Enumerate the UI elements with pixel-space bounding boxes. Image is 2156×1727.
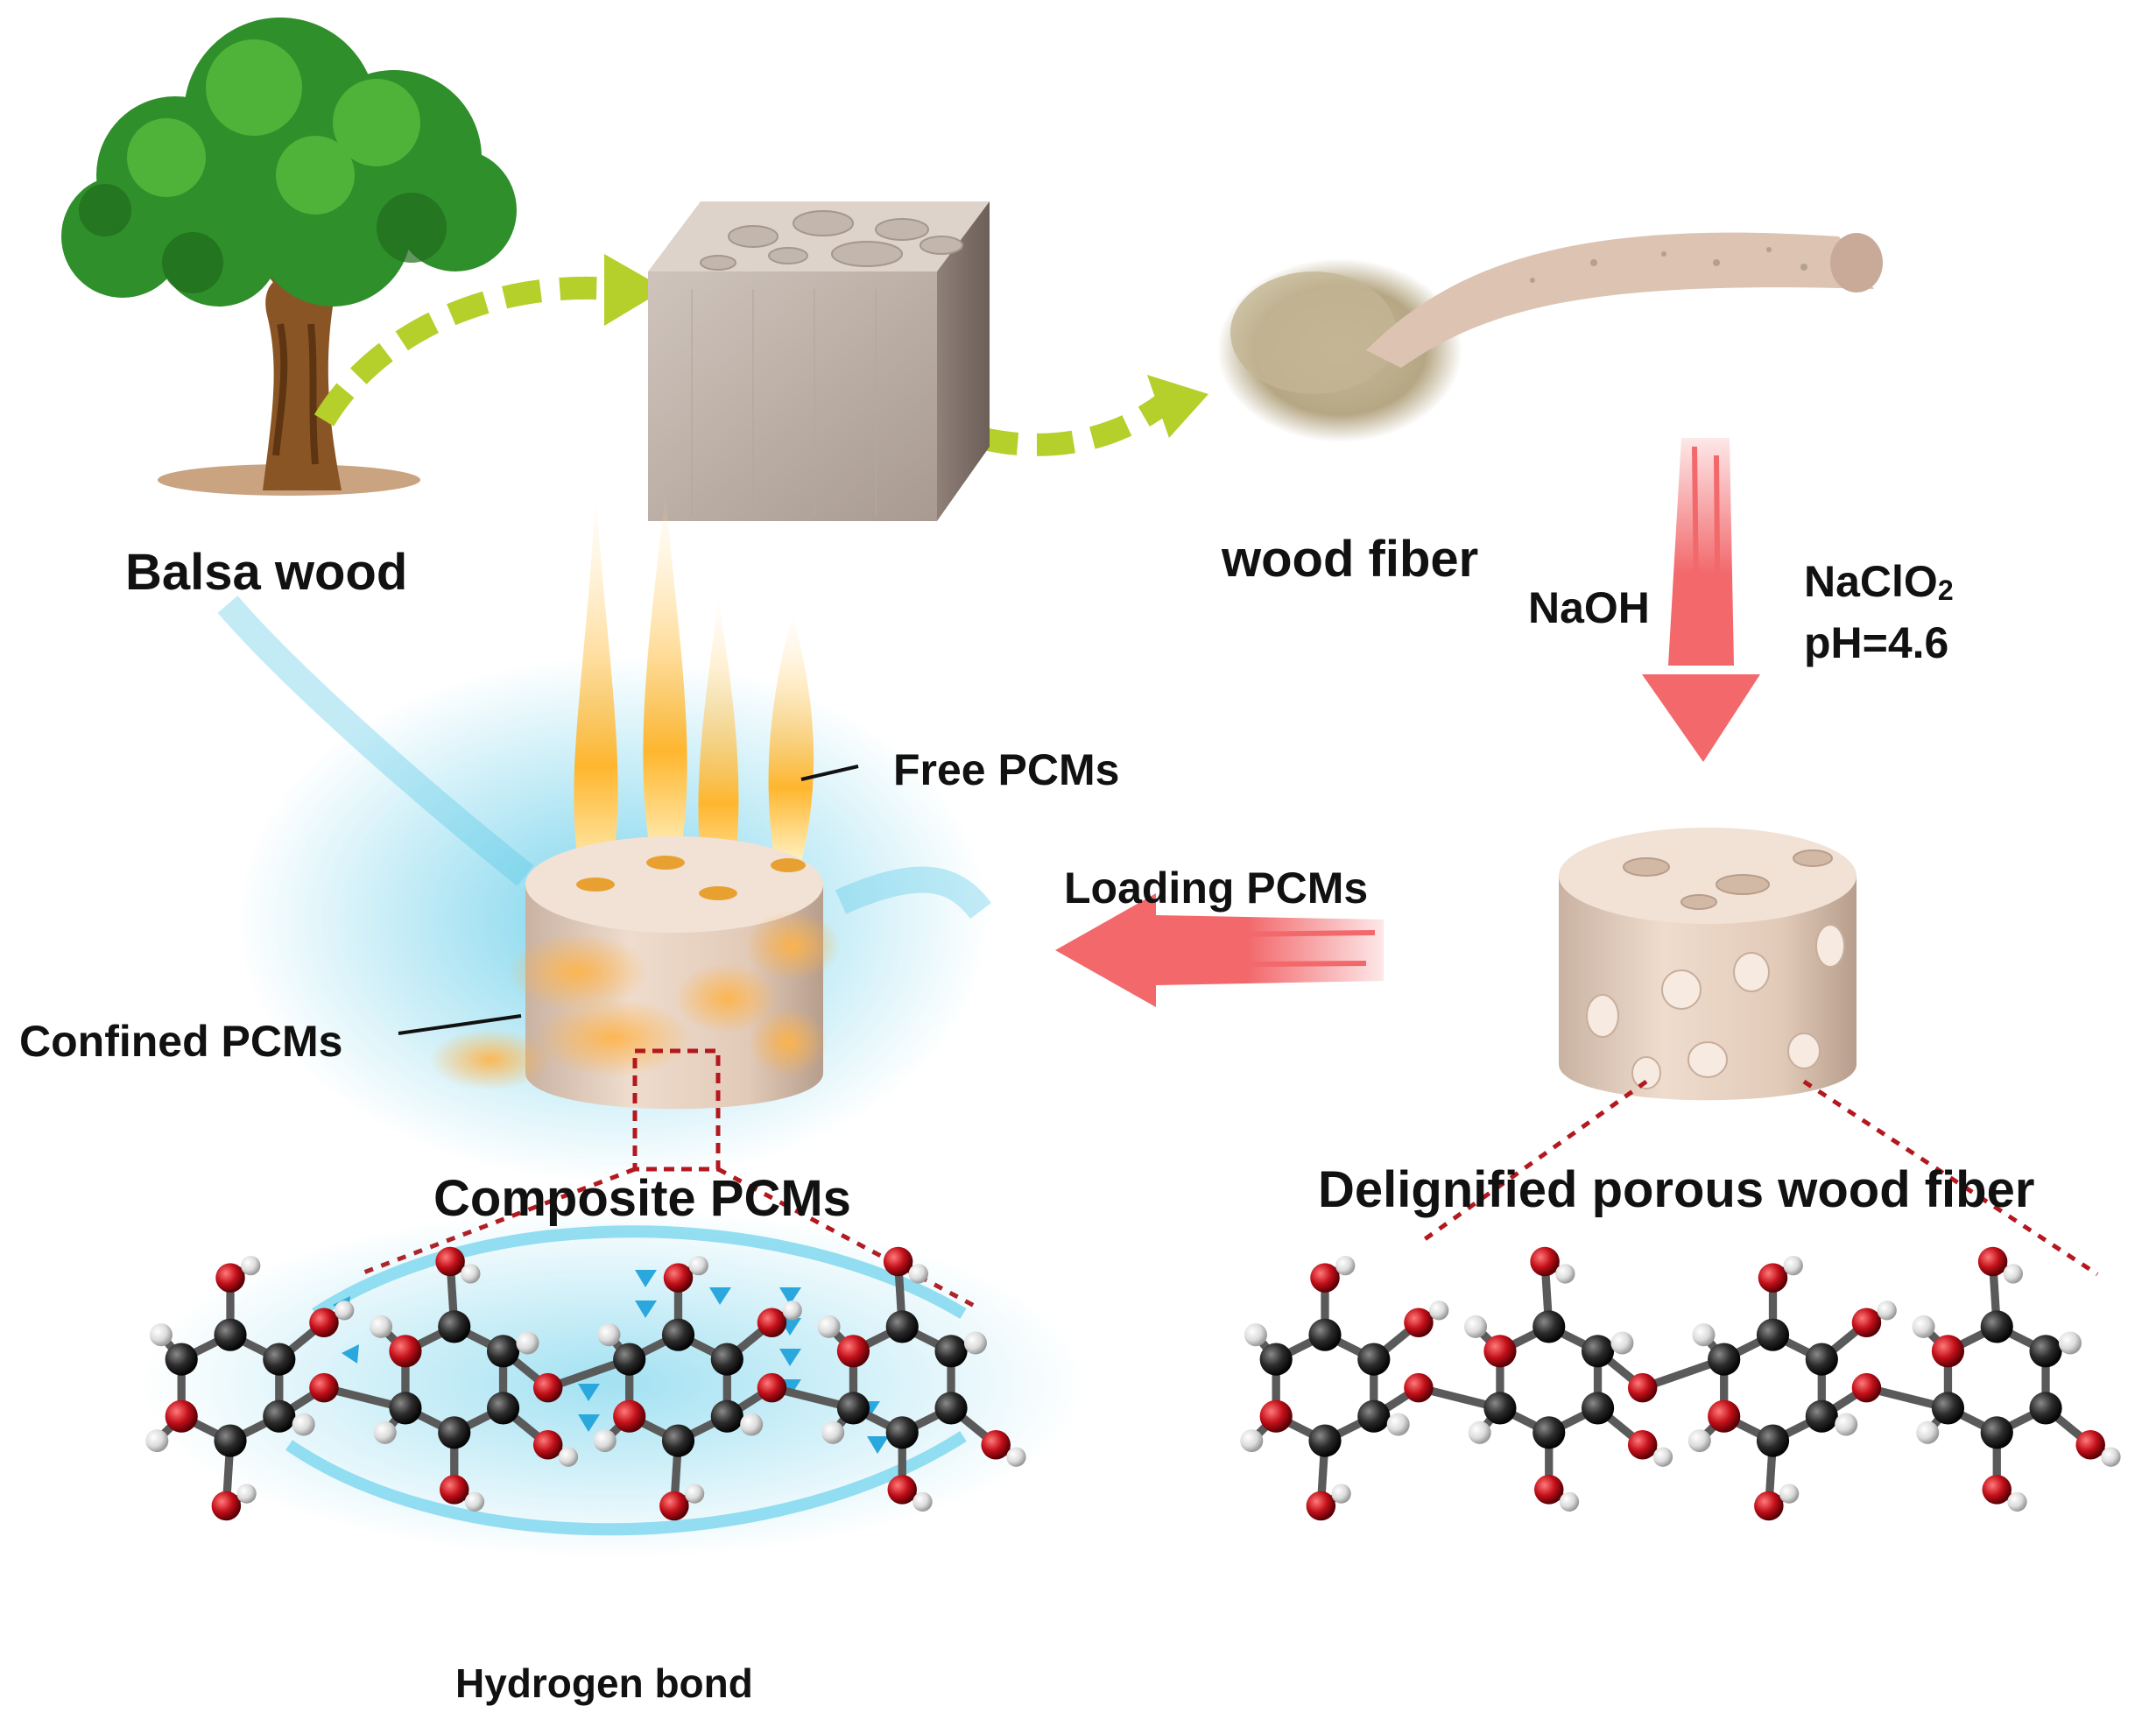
label-naclo2-subscript: 2 <box>1937 574 1954 606</box>
free-pcms-leader <box>800 765 859 781</box>
free-pcm-flames <box>574 490 814 893</box>
label-loading-pcms: Loading PCMs <box>1064 864 1369 913</box>
label-ph: pH=4.6 <box>1804 618 1949 667</box>
label-free-pcms: Free PCMs <box>893 745 1120 794</box>
composite-pcm-cylinder <box>217 490 991 1182</box>
label-confined-pcms: Confined PCMs <box>19 1017 343 1066</box>
label-balsa-wood: Balsa wood <box>125 544 408 601</box>
tree-illustration <box>61 18 517 496</box>
label-hydrogen-bond: Hydrogen bond <box>455 1660 753 1706</box>
delignified-cylinder <box>1559 828 1857 1101</box>
confined-pcms-leader <box>398 1014 522 1035</box>
label-naclo2-text: NaClO <box>1804 557 1938 606</box>
label-composite-pcms: Composite PCMs <box>433 1170 851 1227</box>
label-wood-fiber: wood fiber <box>1222 531 1479 588</box>
balsa-cube <box>648 201 990 521</box>
cellulose-molecule-delignified <box>1240 1246 2121 1521</box>
label-naoh: NaOH <box>1528 583 1650 632</box>
hydrogen-bond-glow <box>140 1209 1086 1559</box>
label-naclo2: NaClO2 <box>1804 556 1954 607</box>
cellulose-molecule-composite <box>145 1246 1026 1521</box>
wood-fiber-illustration <box>1217 232 1883 442</box>
green-arrow-tree-to-cube <box>314 254 666 426</box>
red-arrow-down <box>1642 438 1760 762</box>
red-arrow-left <box>1055 893 1384 1007</box>
label-delignified-porous-wood-fiber: Delignified porous wood fiber <box>1318 1161 2035 1218</box>
